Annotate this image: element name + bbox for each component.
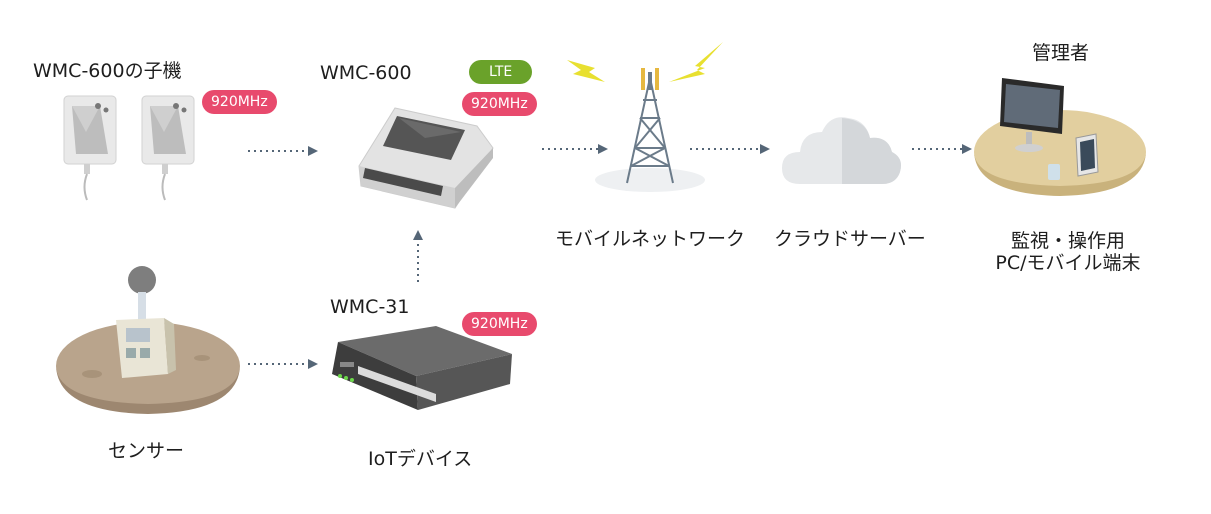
mobile-network-label: モバイルネットワーク [555, 228, 746, 250]
arrow-sensor-to-iot [248, 359, 318, 369]
lte-tag: LTE [469, 60, 533, 84]
arrow-wmc600-to-tower [542, 144, 608, 154]
wmc600-device-icon [358, 107, 494, 209]
admin-label: 管理者 [1032, 42, 1090, 64]
freq-tag-wmc600: 920MHz [462, 92, 537, 116]
terminal-label-line2: PC/モバイル端末 [995, 252, 1141, 274]
slave-unit-icon [63, 95, 195, 201]
freq-tag-slave: 920MHz [202, 90, 277, 114]
sensor-icon [56, 266, 240, 414]
iot-device-icon [332, 326, 512, 410]
arrow-iot-to-wmc600 [413, 230, 423, 282]
wmc31-label: WMC-31 [330, 296, 410, 318]
terminal-label-line1: 監視・操作用 [1010, 230, 1126, 252]
iot-device-label: IoTデバイス [368, 448, 473, 470]
arrow-tower-to-cloud [690, 144, 770, 154]
cell-tower-icon [567, 42, 723, 192]
freq-tag-wmc31: 920MHz [462, 312, 537, 336]
arrow-slave-to-wmc600 [248, 146, 318, 156]
admin-desk-icon [974, 78, 1146, 196]
slave-unit-label: WMC-600の子機 [33, 60, 182, 82]
cloud-icon [782, 117, 901, 184]
arrow-cloud-to-admin [912, 144, 972, 154]
sensor-label: センサー [108, 440, 185, 462]
wmc600-label: WMC-600 [320, 62, 412, 84]
cloud-server-label: クラウドサーバー [774, 228, 926, 250]
